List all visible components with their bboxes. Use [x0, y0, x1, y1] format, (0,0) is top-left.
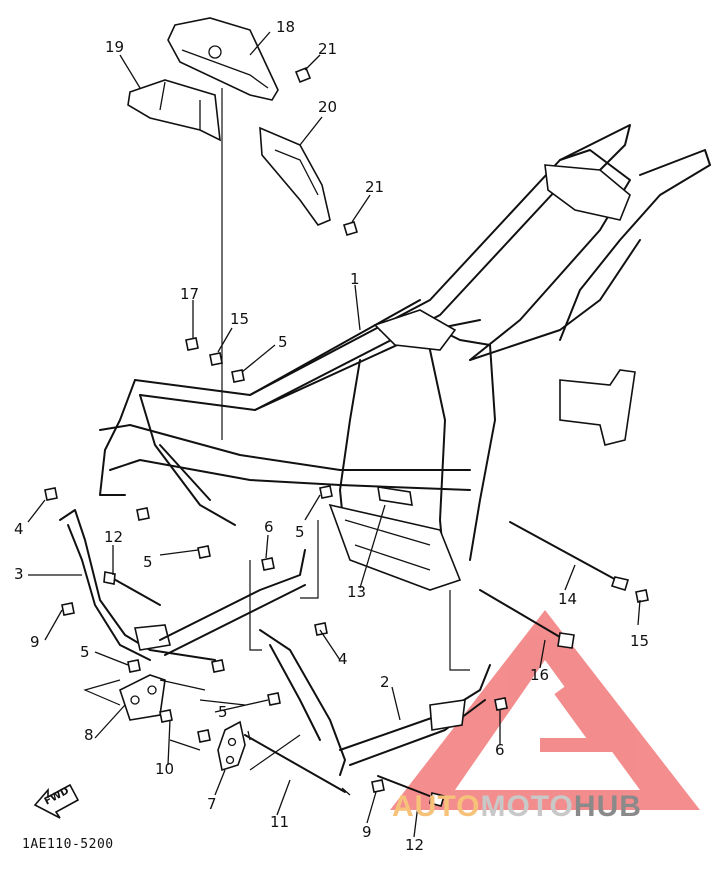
callout-5-b: 5	[143, 553, 153, 571]
callout-5-d: 5	[80, 643, 90, 661]
callout-1: 1	[350, 270, 360, 288]
watermark-moto: MOTO	[480, 790, 574, 823]
callout-21-upper: 21	[318, 40, 338, 58]
small-fasteners	[44, 337, 649, 793]
callout-5-c: 5	[295, 523, 305, 541]
callout-13: 13	[347, 583, 367, 601]
panel-20	[259, 126, 331, 226]
callout-11: 11	[270, 813, 290, 831]
seat-cover-18	[167, 17, 279, 101]
callout-5-a: 5	[278, 333, 288, 351]
callout-20: 20	[318, 98, 338, 116]
callout-10: 10	[155, 760, 175, 778]
bolt-16	[479, 589, 575, 649]
callout-15-right: 15	[630, 632, 650, 650]
bracket-7	[217, 720, 246, 772]
callout-9-upper: 9	[30, 633, 40, 651]
screw-21-lower	[343, 221, 358, 236]
callout-15-upper: 15	[230, 310, 250, 328]
bracket-8	[119, 674, 166, 721]
callout-6-lower: 6	[495, 741, 505, 759]
callout-2: 2	[380, 673, 390, 691]
fwd-arrow	[33, 783, 80, 819]
callout-6-upper: 6	[264, 518, 274, 536]
callout-12-lower: 12	[405, 836, 425, 854]
callout-9-lower: 9	[362, 823, 372, 841]
bolt-12-lower	[377, 775, 446, 807]
callout-4-right: 4	[338, 650, 348, 668]
bolt-13	[377, 486, 413, 506]
watermark-triangle	[390, 610, 700, 810]
down-tube-3	[59, 509, 216, 661]
callout-16: 16	[530, 666, 550, 684]
watermark-hub: HUB	[573, 790, 642, 823]
callout-19: 19	[105, 38, 125, 56]
bolt-11	[244, 730, 351, 796]
watermark-auto: AUTO	[392, 790, 481, 823]
part-number: 1AE110-5200	[22, 837, 114, 852]
callout-8: 8	[84, 726, 94, 744]
callout-18: 18	[276, 18, 296, 36]
callout-7: 7	[207, 795, 217, 813]
lower-rail	[159, 549, 306, 656]
callout-14: 14	[558, 590, 578, 608]
screw-21-upper	[294, 66, 312, 84]
callout-5-e: 5	[218, 703, 228, 721]
lower-frame-2	[259, 629, 491, 776]
leader-lines	[27, 31, 641, 838]
main-frame	[99, 124, 711, 591]
callout-3: 3	[14, 565, 24, 583]
guide-lines	[83, 88, 470, 771]
callout-21-lower: 21	[365, 178, 385, 196]
bolt-14	[509, 521, 630, 592]
callout-12-upper: 12	[104, 528, 124, 546]
side-cover-19	[127, 79, 221, 142]
callout-17: 17	[180, 285, 200, 303]
bolt-12-upper	[103, 571, 161, 606]
watermark-text: AUTOMOTOHUB	[392, 790, 642, 824]
callout-4-left: 4	[14, 520, 24, 538]
